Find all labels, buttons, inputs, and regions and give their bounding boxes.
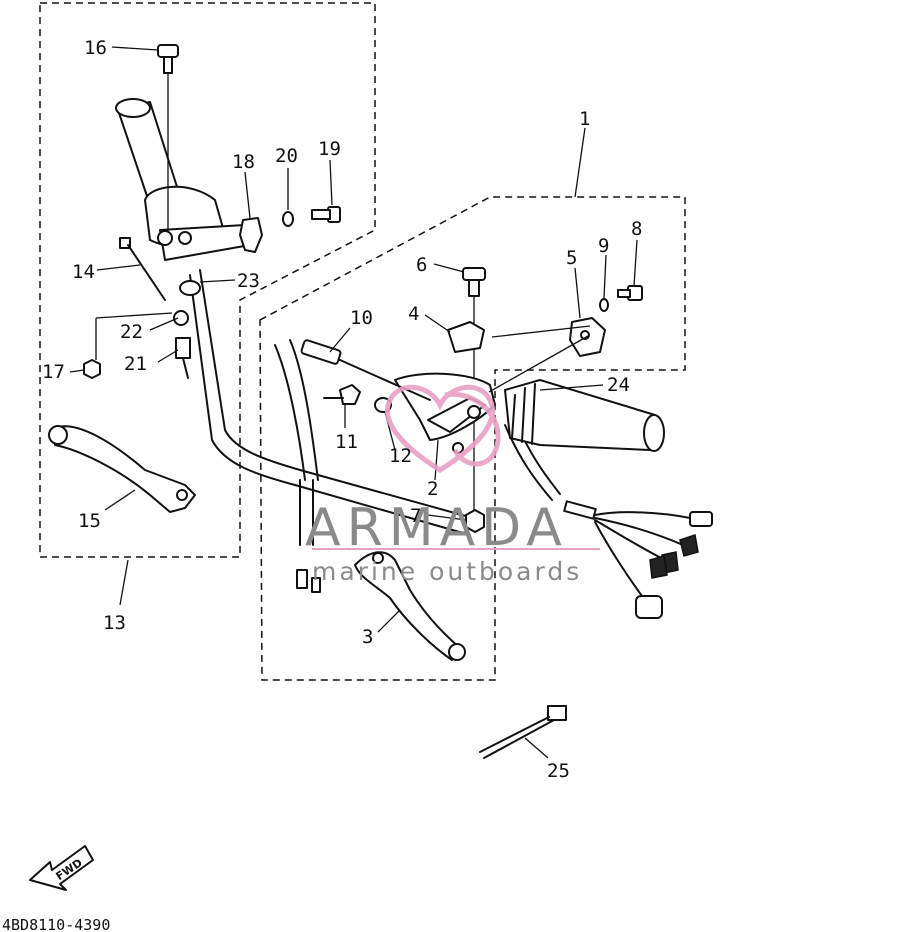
callout-6: 6: [416, 254, 427, 276]
grip-24: [504, 379, 665, 452]
watermark-heart-icon: [384, 384, 501, 473]
callout-17: 17: [42, 361, 65, 383]
watermark-tagline: marine outboards: [312, 557, 582, 586]
callout-3: 3: [362, 626, 373, 648]
callout-11: 11: [335, 431, 358, 453]
callout-19: 19: [318, 138, 341, 160]
adjuster-21: [175, 337, 191, 379]
screw-8: [617, 285, 643, 301]
callout-labels: 16 18 20 19 23 14 22 21 17 15 13 1 6 5 9…: [42, 37, 642, 782]
left-grip: [115, 98, 251, 261]
callout-13: 13: [103, 612, 126, 634]
wire-harness: [563, 500, 713, 619]
bolt-11: [323, 384, 361, 405]
callout-10: 10: [350, 307, 373, 329]
watermark: ARMADA marine outboards: [305, 384, 600, 586]
lever-15: [48, 425, 196, 513]
lever-3: [354, 551, 466, 661]
right-assembly-box: [259, 196, 686, 681]
part-code: 4BD8110-4390: [2, 916, 110, 932]
callout-12: 12: [389, 445, 412, 467]
callout-18: 18: [232, 151, 255, 173]
callout-24: 24: [607, 374, 630, 396]
bolt-19: [311, 206, 341, 223]
washer-20: [282, 211, 294, 227]
callout-9: 9: [598, 235, 609, 257]
callout-14: 14: [72, 261, 95, 283]
callout-23: 23: [237, 270, 260, 292]
cable-tie-25: [479, 705, 567, 759]
clip-9: [599, 298, 609, 312]
callout-7: 7: [410, 505, 421, 527]
callout-20: 20: [275, 145, 298, 167]
callout-15: 15: [78, 510, 101, 532]
callout-4: 4: [408, 303, 419, 325]
nut-7: [465, 509, 485, 533]
callout-25: 25: [547, 760, 570, 782]
holder-18: [239, 217, 263, 253]
callout-2: 2: [427, 478, 438, 500]
holder-4: [447, 321, 485, 353]
nut-17: [83, 312, 173, 379]
collar-23: [179, 279, 236, 296]
nut-22: [173, 310, 189, 326]
callout-8: 8: [631, 218, 642, 240]
callout-21: 21: [124, 353, 147, 375]
cable-ends: [296, 569, 321, 593]
callout-1: 1: [579, 108, 590, 130]
switch-10: [300, 339, 431, 401]
callout-22: 22: [120, 321, 143, 343]
callout-16: 16: [84, 37, 107, 59]
callout-5: 5: [566, 247, 577, 269]
bolt-14: [119, 237, 166, 301]
left-assembly-box: [39, 2, 376, 558]
fwd-arrow-icon: FWD: [29, 845, 94, 891]
bolt-16: [157, 44, 179, 232]
